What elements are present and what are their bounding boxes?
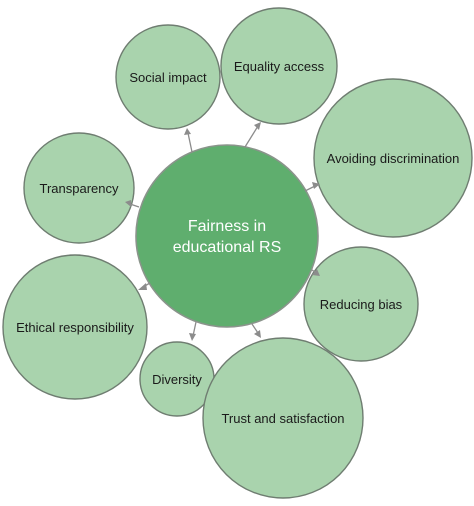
- arrow-line: [304, 185, 316, 192]
- arrow-line: [187, 132, 193, 153]
- arrowhead: [254, 122, 261, 130]
- arrow-to-avoiding-discrimination: [304, 182, 320, 192]
- arrow-line: [129, 203, 140, 208]
- reducing-bias-circle: [303, 246, 419, 362]
- arrowhead: [312, 269, 320, 276]
- node-trust-satisfaction: Trust and satisfaction: [202, 337, 364, 499]
- arrow-to-transparency: [125, 200, 140, 208]
- node-ethical-responsibility: Ethical responsibility: [2, 254, 148, 400]
- arrow-to-diversity: [189, 321, 197, 341]
- central-node: Fairness in educational RS: [135, 144, 319, 328]
- node-diversity: Diversity: [139, 341, 215, 417]
- avoiding-discrimination-circle: [313, 78, 473, 238]
- node-reducing-bias: Reducing bias: [303, 246, 419, 362]
- arrowhead: [312, 182, 320, 189]
- central-circle: [135, 144, 319, 328]
- central-label-line2: educational RS: [173, 239, 282, 256]
- arrow-line: [251, 323, 259, 334]
- arrowhead: [254, 330, 261, 338]
- equality-access-label: Equality access: [234, 59, 325, 74]
- ethical-responsibility-label: Ethical responsibility: [16, 320, 134, 335]
- social-impact-label: Social impact: [129, 70, 207, 85]
- ethical-responsibility-circle: [2, 254, 148, 400]
- arrow-line: [311, 269, 316, 273]
- social-impact-circle: [115, 24, 221, 130]
- arrow-to-reducing-bias: [311, 269, 320, 276]
- arrow-to-ethical-responsibility: [138, 282, 151, 290]
- node-equality-access: Equality access: [220, 7, 338, 125]
- reducing-bias-label: Reducing bias: [320, 297, 403, 312]
- arrow-to-trust-satisfaction: [251, 323, 261, 338]
- arrowhead: [138, 283, 147, 290]
- node-avoiding-discrimination: Avoiding discrimination: [313, 78, 473, 238]
- central-label-line1: Fairness in: [188, 218, 266, 235]
- avoiding-discrimination-label: Avoiding discrimination: [327, 151, 460, 166]
- transparency-circle: [23, 132, 135, 244]
- diversity-label: Diversity: [152, 372, 202, 387]
- equality-access-circle: [220, 7, 338, 125]
- arrow-to-equality-access: [244, 122, 261, 148]
- node-social-impact: Social impact: [115, 24, 221, 130]
- trust-satisfaction-circle: [202, 337, 364, 499]
- arrow-to-social-impact: [184, 128, 193, 153]
- arrowhead: [189, 333, 196, 341]
- trust-satisfaction-label: Trust and satisfaction: [221, 411, 344, 426]
- transparency-label: Transparency: [40, 181, 119, 196]
- arrowhead: [184, 128, 191, 135]
- arrow-line: [244, 125, 259, 148]
- arrowhead: [125, 200, 131, 207]
- node-transparency: Transparency: [23, 132, 135, 244]
